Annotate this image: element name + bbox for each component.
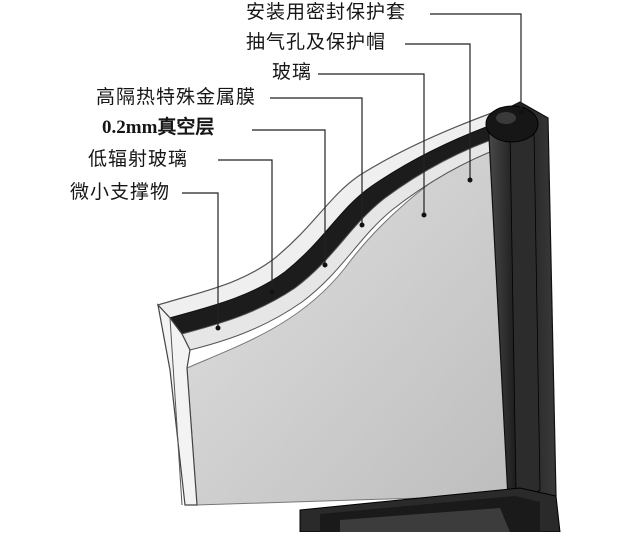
leader-dot-heat-film (360, 223, 365, 228)
leader-dot-vacuum-layer (323, 263, 328, 268)
leader-dot-micro-support (216, 326, 221, 331)
label-vacuum-layer: 0.2mm真空层 (102, 118, 214, 138)
leader-dot-glass (422, 213, 427, 218)
label-glass: 玻璃 (272, 62, 312, 82)
label-vent-hole-cap: 抽气孔及保护帽 (246, 32, 386, 52)
label-low-e-glass: 低辐射玻璃 (88, 149, 188, 169)
leader-dot-vent-hole-cap (468, 178, 473, 183)
leader-sealing-cover (430, 14, 521, 112)
vent-cap (486, 106, 538, 142)
label-micro-support: 微小支撑物 (70, 182, 170, 202)
label-heat-film: 高隔热特殊金属膜 (96, 87, 256, 107)
label-sealing-cover: 安装用密封保护套 (246, 2, 406, 22)
leader-dot-sealing-cover (519, 110, 524, 115)
leader-dot-low-e-glass (270, 290, 275, 295)
